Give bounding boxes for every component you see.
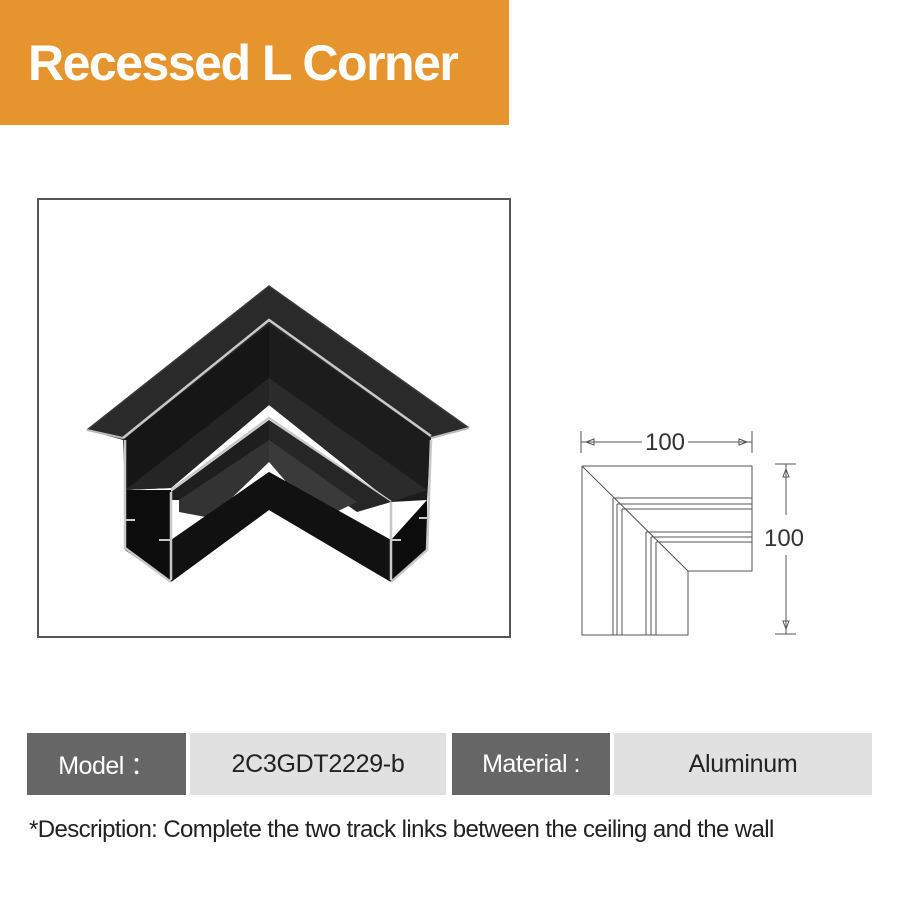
page-title: Recessed L Corner — [28, 34, 459, 91]
title-banner: Recessed L Corner — [0, 0, 509, 125]
product-image-frame — [37, 198, 511, 638]
product-description: *Description: Complete the two track lin… — [29, 816, 774, 843]
dimension-drawing: 100 100 — [570, 425, 820, 645]
model-value: 2C3GDT2229-b — [190, 733, 446, 795]
spec-table: Model ： 2C3GDT2229-b Material : Aluminum — [27, 733, 872, 795]
height-dimension-label: 100 — [764, 525, 804, 552]
width-dimension-label: 100 — [645, 429, 685, 456]
model-label: Model ： — [27, 733, 186, 795]
material-value: Aluminum — [614, 733, 872, 795]
material-label: Material : — [452, 733, 610, 795]
product-render-image — [86, 285, 470, 584]
dimension-diagram: 100 100 — [580, 429, 804, 636]
